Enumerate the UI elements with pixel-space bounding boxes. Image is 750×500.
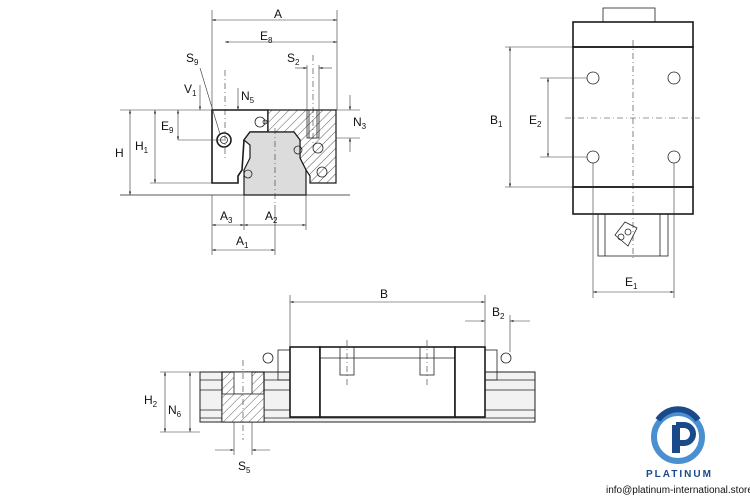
label-E9: E9 [161, 119, 174, 135]
label-A: A [274, 7, 282, 21]
label-H2: H2 [144, 393, 158, 409]
label-A1: A1 [236, 234, 249, 250]
label-A2: A2 [265, 209, 278, 225]
label-B: B [380, 287, 388, 301]
label-B1: B1 [490, 113, 503, 129]
label-S9: S9 [186, 51, 199, 67]
label-B2: B2 [492, 305, 505, 321]
logo-brand-text: PLATINUM [646, 469, 713, 480]
label-N3: N3 [353, 115, 367, 131]
label-A3: A3 [220, 209, 233, 225]
label-S2: S2 [287, 51, 300, 67]
top-view [505, 7, 700, 298]
platinum-logo [651, 406, 705, 464]
label-E8: E8 [260, 29, 273, 45]
label-V1: V1 [184, 82, 197, 98]
label-N6: N6 [168, 403, 182, 419]
footer-email: info@platinum-international.store [606, 485, 750, 496]
label-E2: E2 [529, 113, 542, 129]
label-S5: S5 [238, 459, 251, 475]
side-view [160, 295, 536, 455]
cross-section-view [120, 10, 360, 255]
label-H: H [115, 146, 124, 160]
label-N5: N5 [241, 89, 255, 105]
label-H1: H1 [135, 139, 149, 155]
label-E1: E1 [625, 275, 638, 291]
